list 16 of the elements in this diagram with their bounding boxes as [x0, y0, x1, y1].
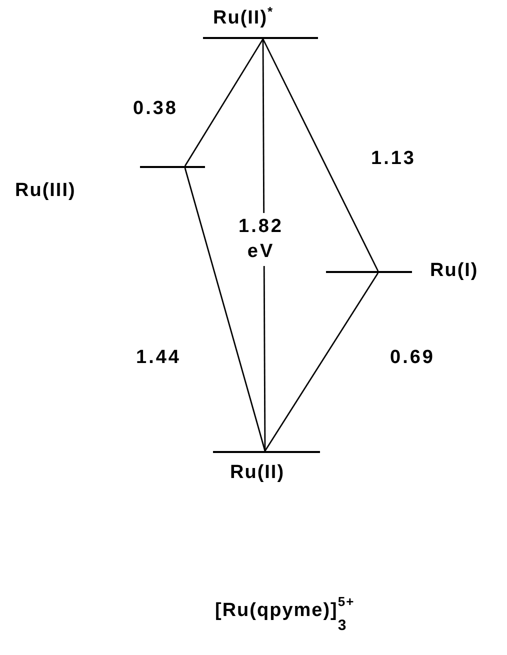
- energy-level-line: [213, 451, 320, 453]
- level-label: Ru(I): [430, 260, 478, 282]
- connector-line: [262, 38, 379, 272]
- connector-line: [264, 272, 379, 452]
- connector-line: [184, 168, 266, 452]
- energy-level-line: [140, 166, 205, 168]
- level-label: Ru(II): [230, 462, 285, 484]
- edge-label: 1.44: [135, 346, 182, 370]
- level-label: Ru(II)$^{*}$: [213, 5, 274, 30]
- connector-line: [184, 38, 264, 166]
- energy-level-line: [203, 37, 318, 39]
- level-label: Ru(III): [15, 180, 76, 202]
- edge-label: 1.13: [370, 147, 417, 171]
- edge-label: 0.69: [389, 346, 436, 370]
- edge-label: 0.38: [132, 97, 179, 121]
- energy-level-line: [326, 271, 412, 273]
